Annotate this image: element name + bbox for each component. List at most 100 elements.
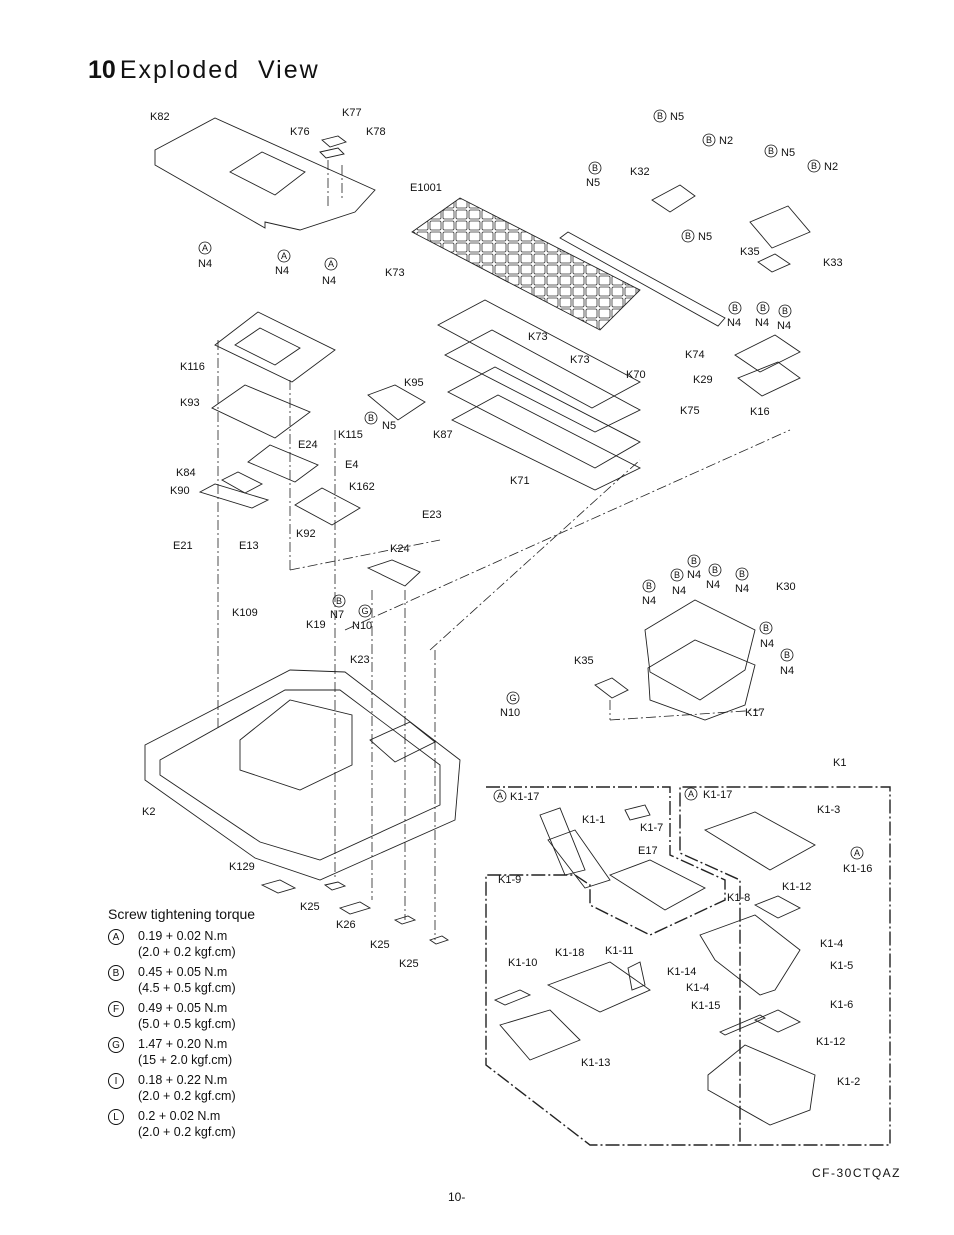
k17-plate [647,639,756,721]
label-k35-2: K35 [574,655,594,667]
svg-text:B: B [336,596,342,606]
label-k1-10: K1-10 [508,957,537,969]
k2-chassis [144,669,461,881]
svg-text:B: B [592,163,598,173]
label-k75: K75 [680,405,700,417]
svg-text:B: B [685,231,691,241]
label-n7: N7 [330,609,344,621]
label-n4-b9: N4 [760,638,774,650]
svg-text:B: B [782,306,788,316]
label-n4-b7: N4 [706,579,720,591]
label-k1-12: K1-12 [782,881,811,893]
section-number: 10 [88,56,116,84]
torque-title: Screw tightening torque [108,906,256,922]
label-n10-g1: N10 [352,620,372,632]
label-n4-b5: N4 [672,585,686,597]
svg-text:G: G [509,693,516,703]
svg-text:A: A [854,848,860,858]
label-k1-14: K1-14 [667,966,696,978]
label-k116: K116 [180,361,205,373]
label-k162: K162 [349,481,375,493]
keyboard-e1001 [411,197,641,331]
label-n5-b3: N5 [586,177,600,189]
torque-value: 0.45 + 0.05 N.m [138,965,228,979]
label-k1-4-2: K1-4 [686,982,709,994]
model-number: CF-30CTQAZ [812,1166,902,1180]
label-e24: E24 [298,439,318,451]
k24-cover [366,559,421,587]
label-k77: K77 [342,107,362,119]
section-title: Exploded View [119,56,320,84]
torque-row: F 0.49 + 0.05 N.m(5.0 + 0.5 kgf.cm) [108,1000,255,1032]
label-e13: E13 [239,540,259,552]
k95-cover [367,384,426,421]
k33-hinge [749,205,811,249]
label-k35: K35 [740,246,760,258]
torque-badge: L [108,1109,124,1125]
k82-sheet [154,117,376,231]
label-k1-16: K1-16 [843,863,872,875]
svg-text:A: A [688,789,694,799]
svg-text:B: B [768,146,774,156]
label-k25-2: K25 [370,939,390,951]
svg-text:A: A [328,259,334,269]
label-e17: E17 [638,845,658,857]
torque-row: I 0.18 + 0.22 N.m(2.0 + 0.2 kgf.cm) [108,1072,255,1104]
svg-text:B: B [657,111,663,121]
label-k29: K29 [693,374,713,386]
svg-text:B: B [760,303,766,313]
label-n4-b6: N4 [687,569,701,581]
label-k26: K26 [336,919,356,931]
svg-text:B: B [706,135,712,145]
torque-row: B 0.45 + 0.05 N.m(4.5 + 0.5 kgf.cm) [108,964,255,996]
label-k32: K32 [630,166,650,178]
label-k25-3: K25 [399,958,419,970]
label-k115: K115 [338,429,363,441]
torque-value: 0.19 + 0.02 N.m [138,929,228,943]
label-k1-3: K1-3 [817,804,840,816]
label-k1-17-2: K1-17 [703,789,732,801]
svg-text:B: B [784,650,790,660]
torque-value-kgf: (15 + 2.0 kgf.cm) [138,1053,233,1067]
torque-value: 1.47 + 0.20 N.m [138,1037,228,1051]
label-k1-5: K1-5 [830,960,853,972]
torque-value-kgf: (2.0 + 0.2 kgf.cm) [138,1125,236,1139]
label-k25: K25 [300,901,320,913]
label-n5-b4: N5 [698,231,712,243]
k90-buttons [198,483,270,509]
label-k73: K73 [385,267,405,279]
label-k109: K109 [232,607,258,619]
label-k24: K24 [390,543,410,555]
label-k1-8: K1-8 [727,892,750,904]
svg-text:A: A [497,791,503,801]
label-k73-2: K73 [528,331,548,343]
label-k1-7: K1-7 [640,822,663,834]
k84-buttons [221,471,263,494]
label-k1-6: K1-6 [830,999,853,1011]
svg-text:B: B [732,303,738,313]
label-k95: K95 [404,377,424,389]
k92-sheet [294,487,361,526]
torque-value: 0.2 + 0.02 N.m [138,1109,221,1123]
label-n2-b1: N2 [719,135,733,147]
label-n5-b1: N5 [670,111,684,123]
svg-text:B: B [646,581,652,591]
label-n2-b2: N2 [824,161,838,173]
k35-pad [757,253,791,273]
torque-value: 0.18 + 0.22 N.m [138,1073,228,1087]
svg-text:B: B [674,570,680,580]
label-e4: E4 [345,459,358,471]
keyboard-sheets [437,299,642,491]
torque-value-kgf: (4.5 + 0.5 kgf.cm) [138,981,236,995]
label-k82: K82 [150,111,170,123]
svg-text:B: B [712,565,718,575]
label-k1-4: K1-4 [820,938,843,950]
torque-value-kgf: (5.0 + 0.5 kgf.cm) [138,1017,236,1031]
label-k19: K19 [306,619,326,631]
label-k70: K70 [626,369,646,381]
k32-hinge [651,184,696,213]
label-n4-a2: N4 [275,265,289,277]
svg-text:B: B [368,413,374,423]
